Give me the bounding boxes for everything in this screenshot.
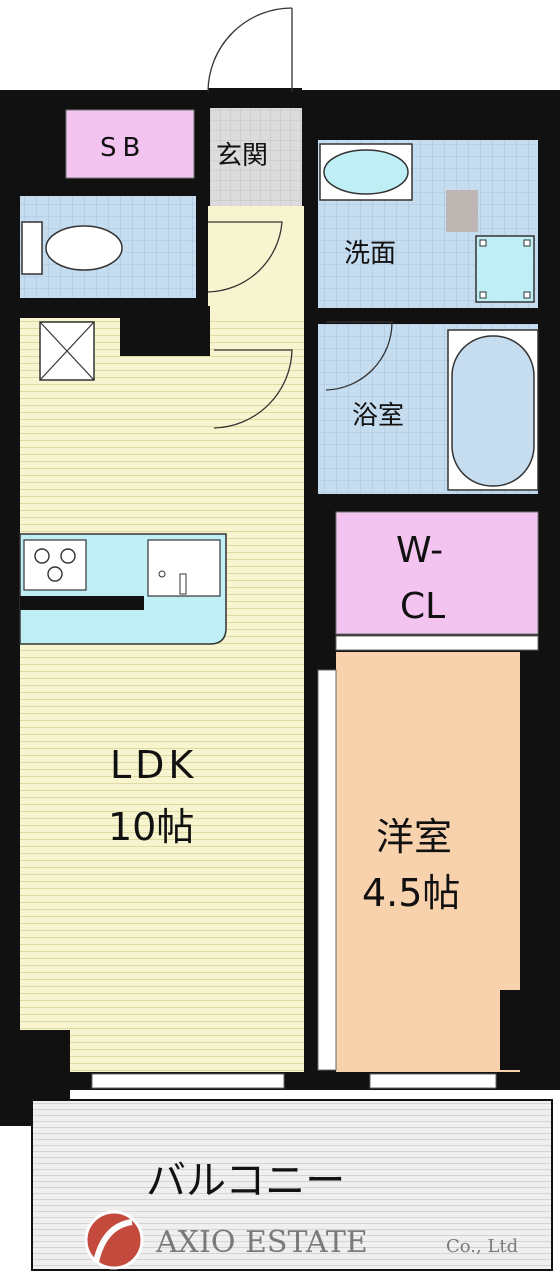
watermark-suffix: Co., Ltd (446, 1236, 518, 1257)
ldk-wall-notch (120, 306, 210, 356)
ldk-right-wall (304, 500, 318, 560)
yokushitsu-label: 浴室 (352, 401, 404, 431)
sink-icon (147, 539, 221, 597)
ldk-door-icon (213, 349, 293, 429)
genkan-label: 玄関 (216, 141, 268, 171)
western-room-pillar (500, 990, 540, 1070)
senmen-label: 洗面 (344, 239, 396, 269)
sb-label: SB (100, 133, 146, 163)
washbasin-icon (319, 143, 413, 201)
company-logo (84, 1210, 144, 1270)
western-room (336, 652, 520, 1072)
stove-icon (23, 539, 87, 591)
wcl-label-line1: W- (396, 530, 443, 571)
bathtub-icon (447, 329, 539, 491)
western-window (369, 1073, 497, 1089)
sb-room (65, 109, 195, 179)
toilet-door-icon (207, 221, 283, 293)
closet-room (335, 511, 539, 635)
pipe-shaft-icon (39, 321, 95, 381)
ldk-size-label: 10帖 (108, 805, 194, 849)
genkan-room (210, 108, 302, 206)
toilet-icon (21, 221, 123, 275)
washroom-corner-block (446, 190, 478, 232)
yoshitsu-label: 洋室 (376, 815, 452, 859)
yoshitsu-size-label: 4.5帖 (362, 871, 460, 915)
ldk-floor (20, 318, 304, 1072)
entrance-door-icon (207, 7, 302, 96)
sliding-door (317, 669, 337, 1071)
balcony-label: バルコニー (146, 1158, 345, 1204)
closet-door-rail (335, 635, 539, 651)
ldk-window (91, 1073, 285, 1089)
ldk-label: LDK (110, 743, 197, 787)
watermark-company: AXIO ESTATE (155, 1225, 368, 1260)
bath-door-icon (325, 321, 393, 391)
wcl-label-line2: CL (400, 586, 445, 627)
washing-machine-icon (475, 235, 535, 303)
